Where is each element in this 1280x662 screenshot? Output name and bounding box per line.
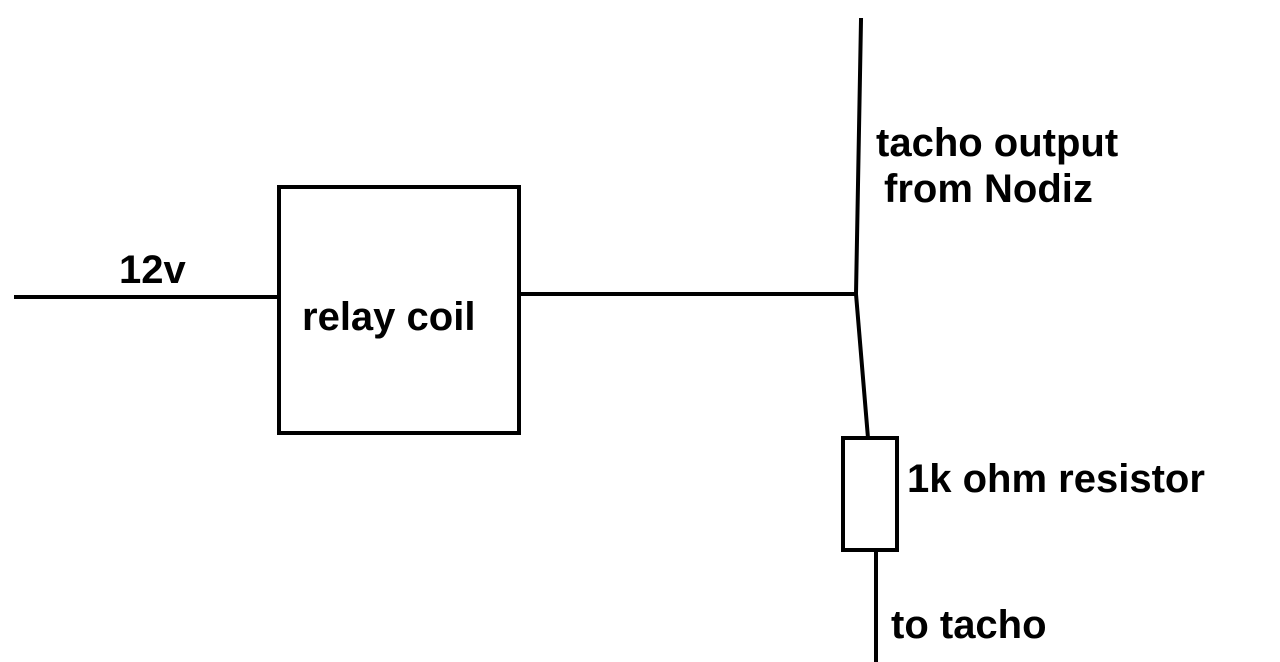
- tacho-output-label-line2: from Nodiz: [884, 167, 1093, 211]
- tacho-output-wire: [853, 17, 864, 297]
- resistor-symbol: [841, 436, 899, 552]
- to-tacho-label: to tacho: [891, 603, 1047, 647]
- relay-coil-box: [277, 185, 521, 435]
- junction-to-resistor-wire: [853, 291, 871, 441]
- tacho-output-label-line1: tacho output: [876, 121, 1118, 165]
- supply-label: 12v: [119, 248, 186, 292]
- resistor-label: 1k ohm resistor: [907, 457, 1205, 501]
- relay-coil-label: relay coil: [302, 295, 475, 339]
